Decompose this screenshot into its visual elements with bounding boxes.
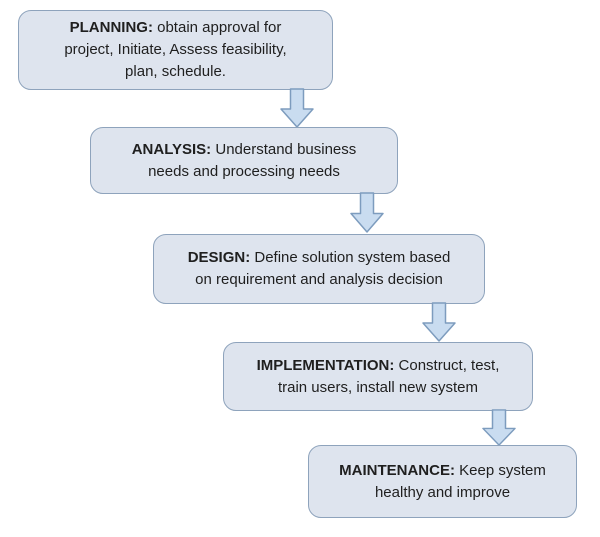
down-arrow-icon-planning-to-analysis: [280, 88, 314, 128]
step-text-line: train users, install new system: [277, 378, 479, 396]
step-text-line: IMPLEMENTATION: Construct, test,: [257, 355, 500, 377]
step-title: MAINTENANCE:: [339, 461, 455, 479]
step-text: Understand business: [211, 140, 357, 158]
step-text-line: MAINTENANCE: Keep system: [339, 460, 546, 482]
step-text-line: needs and processing needs: [148, 162, 340, 180]
step-box-implementation: IMPLEMENTATION: Construct, test, train u…: [223, 342, 533, 411]
step-title: DESIGN:: [187, 249, 251, 266]
step-text: Define solution system based: [250, 249, 451, 266]
step-box-design: DESIGN: Define solution system based on …: [153, 234, 485, 304]
down-arrow-icon-analysis-to-design: [350, 192, 384, 233]
step-text-line: DESIGN: Define solution system based: [188, 247, 451, 269]
step-text-line: project, Initiate, Assess feasibility,: [64, 41, 287, 58]
step-text-line: plan, schedule.: [125, 63, 226, 80]
step-box-maintenance: MAINTENANCE: Keep system healthy and imp…: [308, 445, 577, 518]
step-text-line: on requirement and analysis decision: [195, 271, 443, 288]
step-title: ANALYSIS:: [131, 140, 212, 158]
down-arrow-icon-design-to-implementation: [422, 302, 456, 342]
step-text: Construct, test,: [394, 356, 500, 374]
step-text-line: PLANNING: obtain approval for: [70, 17, 282, 39]
down-arrow-icon-implementation-to-maintenance: [482, 409, 516, 446]
step-text: Keep system: [454, 461, 546, 479]
step-title: IMPLEMENTATION:: [256, 356, 395, 374]
step-text-line: ANALYSIS: Understand business: [132, 139, 357, 161]
step-text: obtain approval for: [152, 19, 282, 36]
step-title: PLANNING:: [69, 19, 153, 36]
step-text-line: healthy and improve: [374, 483, 511, 501]
step-box-analysis: ANALYSIS: Understand business needs and …: [90, 127, 398, 194]
step-box-planning: PLANNING: obtain approval for project, I…: [18, 10, 333, 90]
